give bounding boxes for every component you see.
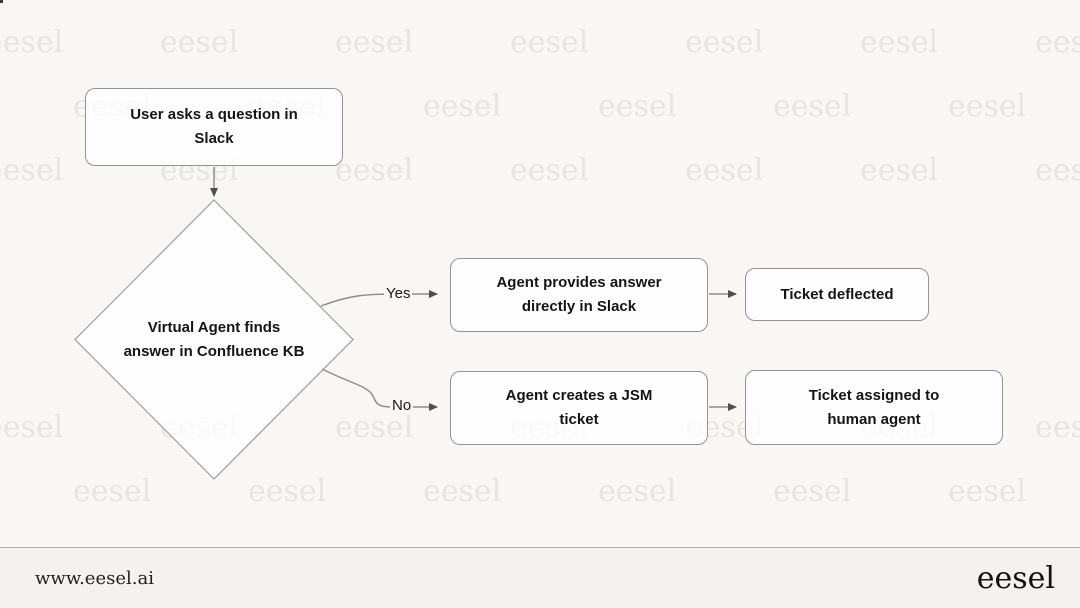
node-ticket-assigned: Ticket assigned to human agent bbox=[745, 370, 1003, 445]
footer-website-url: www.eesel.ai bbox=[35, 567, 154, 589]
node-create-jsm-ticket: Agent creates a JSM ticket bbox=[450, 371, 708, 445]
node-user-question: User asks a question in Slack bbox=[85, 88, 343, 166]
decision-diamond bbox=[74, 199, 354, 480]
edge-label-no: No bbox=[390, 397, 414, 415]
node-agent-answer: Agent provides answer directly in Slack bbox=[450, 258, 708, 332]
edge-yes bbox=[320, 290, 438, 307]
footer-bar: www.eesel.ai eesel bbox=[0, 547, 1080, 608]
eesel-logo: eesel bbox=[976, 560, 1055, 596]
node-ticket-deflected: Ticket deflected bbox=[745, 268, 929, 321]
node-decision-label: Virtual Agent finds answer in Confluence… bbox=[123, 319, 305, 360]
corner-artifact bbox=[0, 0, 3, 3]
edge-no bbox=[321, 368, 438, 411]
edge-label-yes: Yes bbox=[384, 285, 413, 303]
